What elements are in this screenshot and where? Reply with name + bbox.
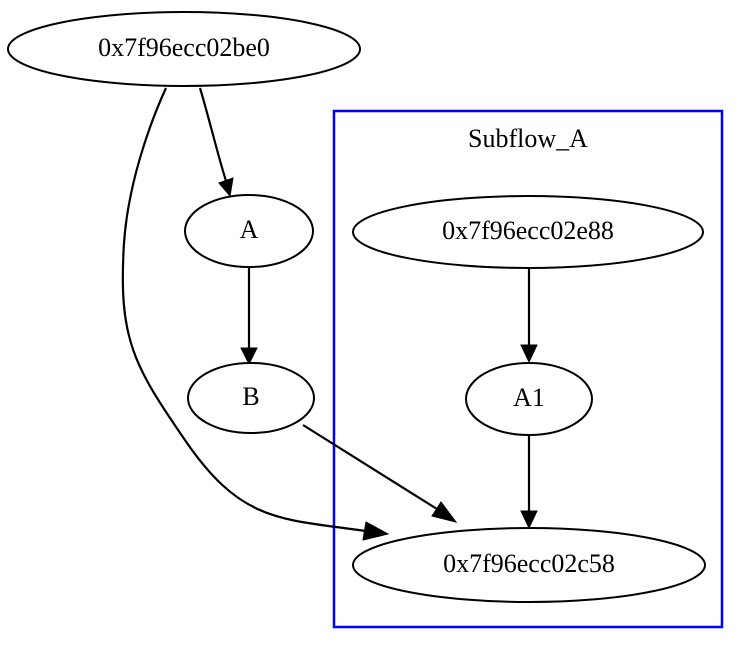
edge-root-to-sink[interactable] <box>121 87 390 541</box>
node-a[interactable]: A <box>184 194 314 268</box>
edge-b-to-sink[interactable] <box>302 424 458 523</box>
node-shape <box>7 11 361 87</box>
node-b[interactable]: B <box>187 362 315 434</box>
cluster-subflow-a[interactable]: Subflow_A <box>332 109 724 629</box>
edge-a1-to-sink[interactable] <box>520 435 538 530</box>
edge-subin-to-a1[interactable] <box>520 268 538 364</box>
node-label: A1 <box>513 383 545 412</box>
edge-line <box>198 87 228 182</box>
arrowhead-icon <box>520 344 538 364</box>
node-shape <box>352 195 704 269</box>
node-label: A <box>240 215 259 244</box>
node-a1[interactable]: A1 <box>465 362 593 436</box>
node-label: B <box>242 382 259 411</box>
node-shape <box>187 362 315 434</box>
arrowhead-icon <box>362 521 390 541</box>
node-sink[interactable]: 0x7f96ecc02c58 <box>352 527 706 603</box>
node-shape <box>352 527 706 603</box>
cluster-label: Subflow_A <box>468 124 588 153</box>
edge-a-to-b[interactable] <box>240 267 258 366</box>
cluster-border <box>332 109 724 629</box>
arrowhead-icon <box>240 347 258 366</box>
node-shape <box>184 194 314 268</box>
edge-root-to-a[interactable] <box>198 87 234 198</box>
node-shape <box>465 362 593 436</box>
node-label: 0x7f96ecc02e88 <box>442 216 614 245</box>
node-root[interactable]: 0x7f96ecc02be0 <box>7 11 361 87</box>
edge-line <box>302 424 438 510</box>
edge-line <box>121 87 367 533</box>
arrowhead-icon <box>431 501 458 523</box>
node-label: 0x7f96ecc02be0 <box>98 33 270 62</box>
node-label: 0x7f96ecc02c58 <box>443 549 615 578</box>
node-sub-in[interactable]: 0x7f96ecc02e88 <box>352 195 704 269</box>
arrowhead-icon <box>520 510 538 530</box>
arrowhead-icon <box>218 177 234 198</box>
